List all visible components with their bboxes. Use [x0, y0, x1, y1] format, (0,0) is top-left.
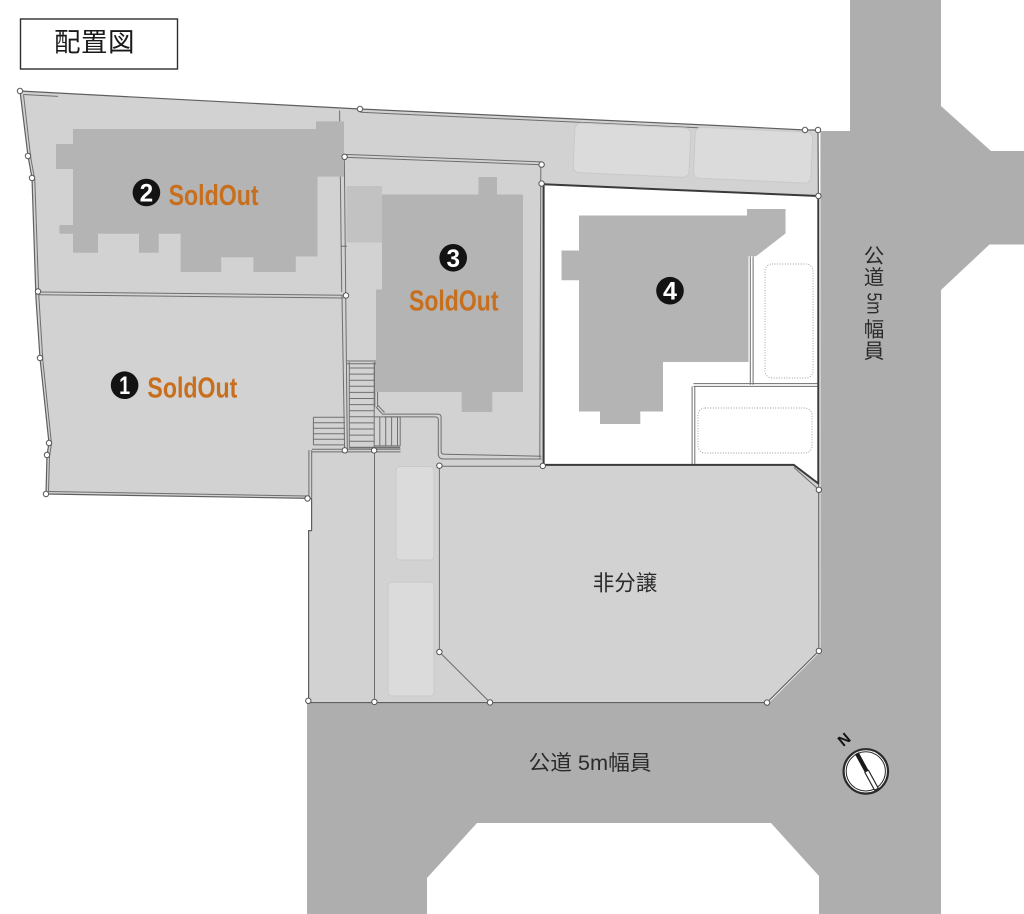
svg-text:SoldOut: SoldOut: [147, 372, 237, 404]
svg-text:配置図: 配置図: [54, 28, 135, 58]
svg-text:幅: 幅: [864, 319, 885, 342]
svg-text:2: 2: [140, 180, 154, 208]
svg-text:道: 道: [864, 267, 885, 290]
svg-text:員: 員: [864, 340, 885, 363]
svg-text:非分譲: 非分譲: [593, 572, 658, 596]
svg-text:SoldOut: SoldOut: [409, 286, 499, 318]
svg-text:SoldOut: SoldOut: [169, 180, 259, 212]
svg-text:3: 3: [446, 245, 460, 273]
svg-text:5m: 5m: [863, 293, 886, 315]
svg-text:公道 5m幅員: 公道 5m幅員: [529, 752, 652, 775]
svg-text:公: 公: [864, 245, 885, 268]
svg-text:1: 1: [119, 372, 130, 400]
svg-text:4: 4: [663, 278, 677, 306]
